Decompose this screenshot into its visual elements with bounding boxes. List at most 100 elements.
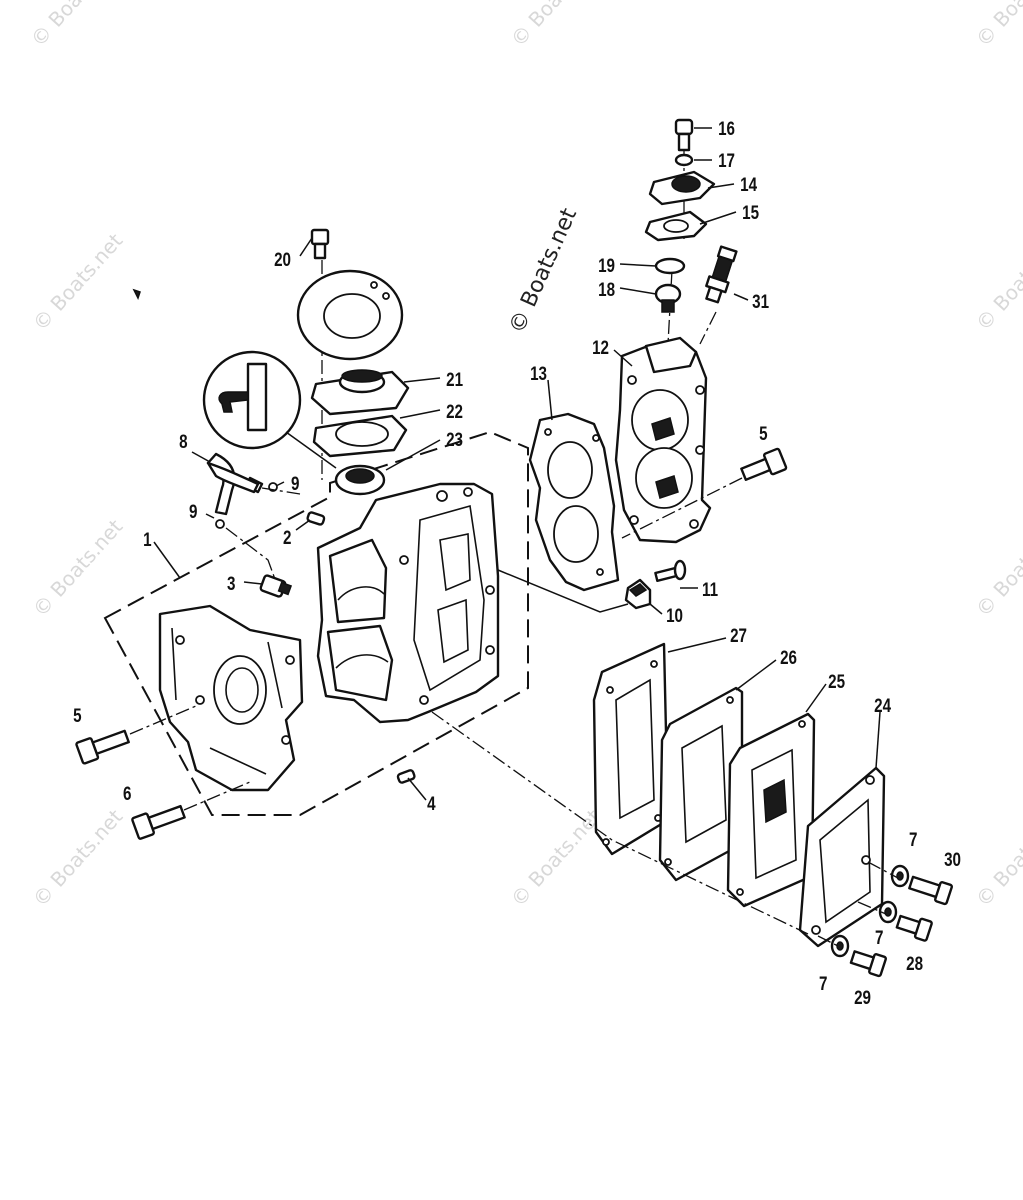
head-gasket-bore (547, 441, 593, 499)
gasket-26-opening (681, 724, 727, 844)
callout-31: 31 (752, 290, 769, 312)
callout-21: 21 (446, 368, 463, 390)
cover-25 (726, 712, 816, 908)
callout-28: 28 (906, 952, 923, 974)
bolt-hole (627, 375, 637, 385)
bolt-hole (606, 686, 614, 694)
callout-15: 15 (742, 201, 759, 223)
lock-washer (674, 153, 694, 167)
pin-body (396, 769, 416, 784)
callout-7: 7 (819, 972, 827, 994)
assembly-line (129, 705, 251, 811)
head-gasket-bore (553, 505, 599, 563)
bolt-shank (91, 729, 130, 755)
watermark: © Boats.net (971, 228, 1023, 335)
combustion-chamber (631, 389, 689, 451)
washer-bore (896, 871, 904, 881)
callout-4: 4 (427, 792, 436, 814)
bolt-hole (485, 645, 495, 655)
bolt-hole (664, 858, 672, 866)
head-gasket (528, 412, 620, 592)
bolt-hole (736, 888, 744, 896)
combustion-chamber (635, 447, 693, 509)
callout-26: 26 (780, 646, 797, 668)
cylinder-block (316, 482, 500, 724)
callouts: 16 17 14 15 20 19 18 31 12 13 21 22 23 8… (73, 117, 961, 1008)
transfer-port (437, 598, 469, 664)
inset-clip (218, 391, 249, 413)
seal-housing-top (341, 369, 383, 383)
callout-16: 16 (718, 117, 735, 139)
cylinder-bore-upper (328, 538, 388, 624)
gasket-bore (335, 421, 389, 447)
gasket-27-opening (615, 678, 655, 820)
bolt-head (762, 447, 788, 476)
callout-20: 20 (274, 248, 291, 270)
transfer-port (439, 533, 471, 592)
mounting-bracket (497, 559, 687, 613)
intake-bypass-hose (206, 452, 301, 583)
screw-head (673, 559, 687, 581)
bolt-hole (281, 735, 291, 745)
hose-routing-inset (202, 350, 337, 469)
callout-14: 14 (740, 173, 757, 195)
bolt-hole (463, 487, 473, 497)
hose-body (206, 461, 260, 494)
washer (830, 934, 850, 958)
plug-head (310, 228, 330, 246)
watermark: © Boats.net (971, 514, 1023, 621)
callout-17: 17 (718, 149, 735, 171)
bolt-hole (485, 585, 495, 595)
thermostat-cover-dome (671, 175, 701, 193)
bolt-hole (596, 568, 604, 576)
thermostat-base (661, 299, 675, 313)
dowel-pin (306, 511, 326, 526)
bore-edges (335, 586, 389, 669)
bolt-shank (147, 804, 186, 831)
callout-6: 6 (123, 782, 131, 804)
callout-1: 1 (143, 528, 152, 550)
assembly-line (817, 861, 899, 947)
gasket-27-body (592, 642, 670, 856)
bolt-head (131, 812, 156, 840)
crankcase-front-bore-inner (225, 667, 259, 713)
fitting (259, 574, 293, 598)
thermostat-seal (654, 257, 686, 275)
transfer-port-cover (413, 504, 485, 692)
cylinder-bore-lower (326, 624, 394, 702)
head-bolt (740, 447, 788, 482)
gasket-25-opening (751, 748, 797, 880)
crankcase-assembly-outline (103, 430, 529, 816)
thermostat-stack (644, 118, 716, 345)
spark-plug-thread (705, 285, 723, 304)
callout-22: 22 (446, 400, 463, 422)
cover-bolt (895, 914, 933, 942)
washer (878, 900, 898, 924)
assembly-line (431, 711, 809, 935)
spark-plug (705, 245, 738, 304)
bolt-hole (865, 775, 875, 785)
callout-2: 2 (283, 526, 291, 548)
bolt-hole (689, 519, 699, 529)
washer (890, 864, 910, 888)
callout-29: 29 (854, 986, 871, 1008)
chamber-shading (651, 417, 679, 499)
callout-3: 3 (227, 572, 235, 594)
assembly-line (699, 311, 717, 345)
bolt-head (674, 118, 694, 136)
bolt-hole (419, 695, 429, 705)
dowel-pin-lower (396, 769, 416, 784)
callout-7: 7 (875, 926, 883, 948)
gasket-25-insert (763, 778, 787, 824)
assembly-line (621, 477, 743, 539)
callout-10: 10 (666, 604, 683, 626)
watermark: © Boats.net (506, 0, 606, 51)
bolt-head (934, 881, 953, 906)
bolt-hole (695, 385, 705, 395)
callout-8: 8 (179, 430, 188, 452)
upper-bearing-stack (296, 228, 410, 496)
cover-bolt (908, 875, 953, 906)
watermark: © Boats.net (505, 204, 583, 337)
crankcase-front-ribs (171, 627, 283, 775)
bolt-hole (650, 660, 658, 668)
